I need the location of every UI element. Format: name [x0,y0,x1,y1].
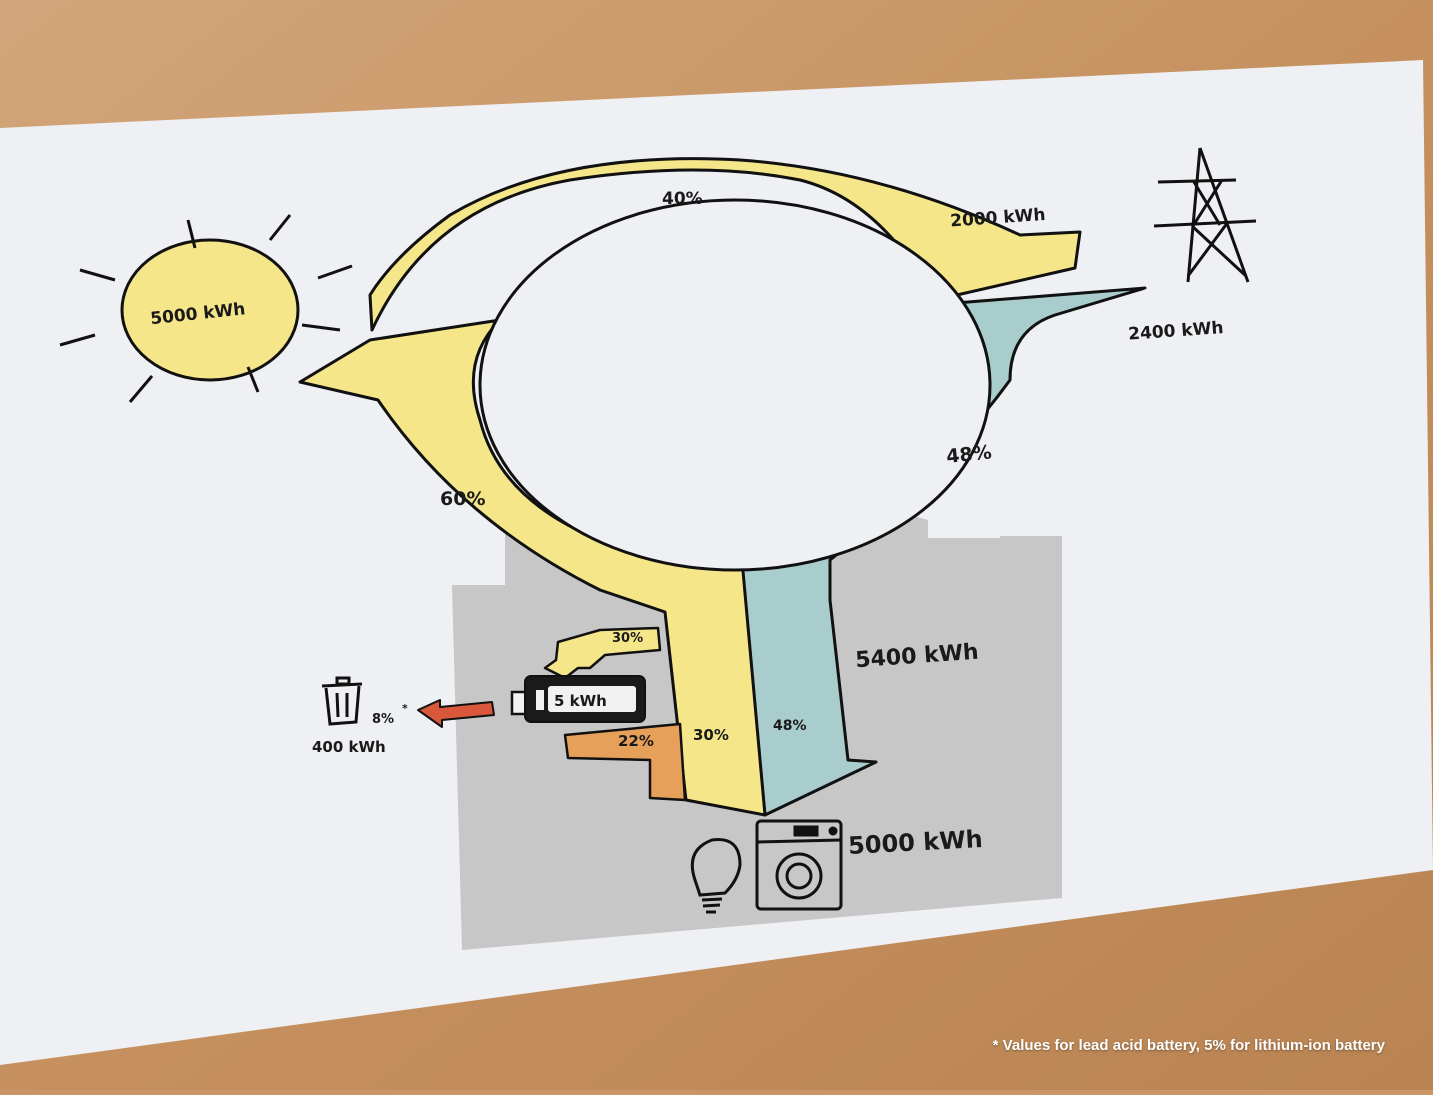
battery-capacity-label: 5 kWh [554,692,607,710]
direct-use-percent-label: 30% [693,726,729,744]
washing-machine-icon [755,819,843,911]
power-pylon-icon [1153,147,1257,283]
to-grid-percent-label: 40% [662,189,703,209]
trash-can-icon [321,676,363,726]
battery-icon [510,675,646,723]
solar-flow [298,157,1082,817]
to-battery-percent-label: 30% [612,631,643,646]
from-battery-percent-label: 22% [618,732,654,750]
self-use-percent-label: 60% [440,488,485,510]
loss-footnote-mark: * [402,702,408,715]
footnote: * Values for lead acid battery, 5% for l… [992,1037,1385,1054]
from-grid-percent-label: 48% [945,441,993,468]
battery-branch [417,626,687,802]
flow-ring-hole [478,198,992,572]
light-bulb-icon [690,838,742,914]
sun-icon [59,214,353,403]
loss-percent-label: 8% [372,712,394,727]
loss-energy-label: 400 kWh [312,738,386,756]
loss-arrow [417,699,495,728]
grid-use-percent-label: 48% [773,718,807,734]
